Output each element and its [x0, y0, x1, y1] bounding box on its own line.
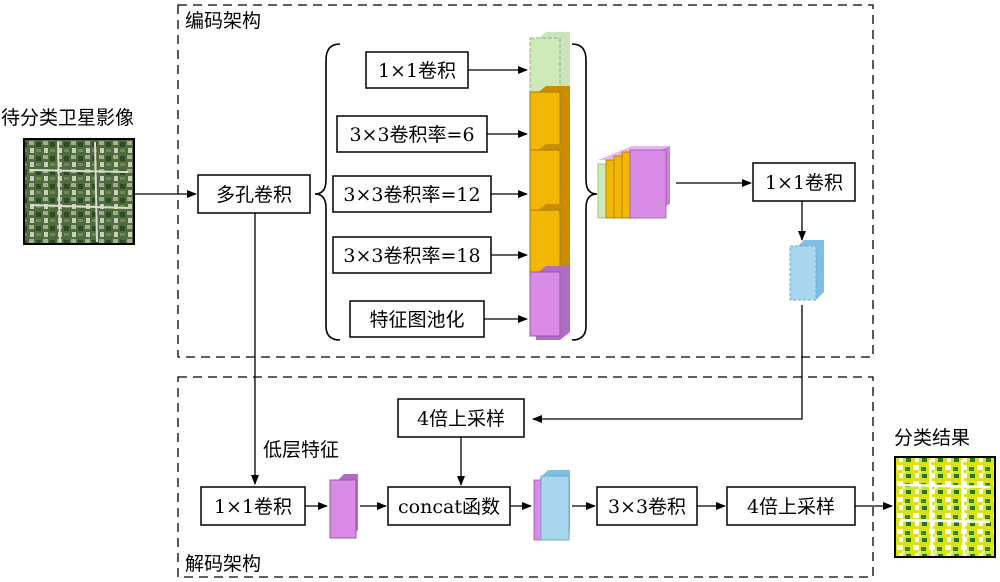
input-label: 待分类卫星影像	[1, 107, 134, 129]
decoder-3x3-conv-label: 3×3卷积	[608, 496, 686, 518]
upsample-top-box	[397, 398, 525, 438]
featmap-rate18-orange	[529, 204, 570, 278]
encoder-title: 编码架构	[185, 10, 261, 32]
concat-box	[387, 486, 511, 526]
atrous-conv-box	[197, 174, 311, 214]
decoder-1x1-conv-box	[200, 486, 306, 526]
decoder-concat-featmap	[533, 470, 570, 541]
encoder-frame	[177, 4, 874, 358]
branch-pooling: 特征图池化	[349, 300, 485, 338]
atrous-conv-label: 多孔卷积	[216, 184, 292, 206]
input-satellite-image	[23, 138, 135, 245]
branch-rate18-label: 3×3卷积率=18	[343, 245, 480, 267]
branch-3x3-rate6: 3×3卷积率=6	[336, 115, 488, 153]
low-level-feature-label: 低层特征	[263, 439, 339, 461]
branch-1x1-label: 1×1卷积	[378, 60, 456, 82]
featmap-rate12-orange	[529, 144, 570, 218]
upsample-top-label: 4倍上采样	[417, 408, 505, 430]
output-label: 分类结果	[894, 427, 970, 449]
left-brace	[314, 43, 341, 341]
concat-label: concat函数	[398, 496, 500, 518]
upsample-bottom-label: 4倍上采样	[747, 496, 835, 518]
decoder-frame	[177, 376, 874, 578]
branch-3x3-rate12: 3×3卷积率=12	[332, 175, 492, 213]
branch-1x1-conv: 1×1卷积	[365, 51, 469, 89]
branch-3x3-rate18: 3×3卷积率=18	[332, 236, 492, 274]
low-level-featmap-purple	[329, 474, 358, 539]
branch-pooling-label: 特征图池化	[369, 309, 464, 331]
encoder-1x1-conv-box	[752, 162, 856, 202]
branch-rate12-label: 3×3卷积率=12	[343, 184, 480, 206]
output-classification-image	[894, 456, 996, 558]
decoder-title: 解码架构	[185, 553, 261, 575]
featmap-pooling-purple	[529, 266, 570, 340]
encoder-1x1-conv-label: 1×1卷积	[765, 172, 843, 194]
branch-rate6-label: 3×3卷积率=6	[349, 124, 474, 146]
decoder-3x3-conv-box	[596, 486, 698, 526]
decoder-1x1-conv-label: 1×1卷积	[214, 496, 292, 518]
encoder-output-featmap-blue	[789, 240, 824, 301]
stacked-feature-maps	[597, 146, 670, 219]
right-brace	[571, 43, 598, 341]
